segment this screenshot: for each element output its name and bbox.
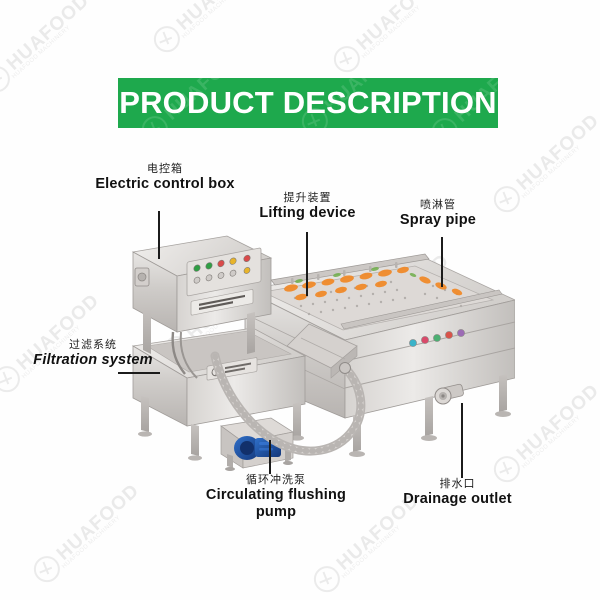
watermark-tile: HUAFOOD HUAFOOD MACHINERY — [28, 478, 146, 588]
callout-label-cn: 提升装置 — [283, 192, 332, 204]
watermark-brand: HUAFOOD — [52, 479, 144, 565]
watermark-subtitle: HUAFOOD MACHINERY — [521, 414, 582, 471]
watermark-tile: HUAFOOD HUAFOOD MACHINERY — [328, 0, 446, 78]
callout-label-cn: 过滤系统 — [69, 339, 117, 351]
watermark-tile: HUAFOOD HUAFOOD MACHINERY — [488, 108, 600, 218]
brand-logo-icon — [0, 60, 16, 98]
watermark-subtitle: HUAFOOD MACHINERY — [361, 4, 422, 61]
watermark-brand: HUAFOOD — [512, 109, 600, 195]
watermark-brand: HUAFOOD — [173, 0, 264, 35]
callout-electric-control-box: 电控箱 Electric control box — [95, 163, 235, 193]
callout-label-cn: 喷淋管 — [420, 199, 456, 211]
callout-circulating-flushing-pump: 循环冲洗泵 Circulating flushing pump — [196, 474, 356, 520]
leader-line-spray-pipe — [441, 237, 443, 287]
callout-label-cn: 循环冲洗泵 — [246, 474, 306, 486]
callout-label-en: Spray pipe — [399, 212, 477, 229]
callout-label-en: Electric control box — [95, 176, 235, 193]
callout-label-en: Lifting device — [259, 205, 356, 222]
watermark-tile: HUAFOOD HUAFOOD MACHINERY — [0, 0, 96, 98]
page-title: PRODUCT DESCRIPTION — [119, 85, 497, 120]
watermark-subtitle: HUAFOOD MACHINERY — [341, 524, 402, 581]
brand-logo-icon — [328, 40, 366, 78]
leader-line-filtration-system — [118, 372, 160, 374]
watermark-brand: HUAFOOD — [2, 0, 94, 75]
watermark-brand: HUAFOOD — [352, 0, 444, 55]
brand-logo-icon — [148, 20, 186, 58]
callout-spray-pipe: 喷淋管 Spray pipe — [378, 199, 498, 229]
watermark-subtitle: HUAFOOD MACHINERY — [61, 514, 122, 571]
brand-logo-icon — [0, 360, 26, 398]
callout-label-en: Filtration system — [33, 352, 153, 369]
brand-logo-icon — [28, 550, 66, 588]
vegetable-washing-machine-photo — [95, 228, 515, 473]
callout-label-en: Drainage outlet — [403, 491, 512, 508]
watermark-subtitle: HUAFOOD MACHINERY — [521, 144, 582, 201]
watermark-brand: HUAFOOD — [512, 379, 600, 465]
leader-line-electric-control-box — [158, 211, 160, 259]
watermark-tile: HUAFOOD HUAFOOD MACHINERY — [148, 0, 266, 58]
callout-label-cn: 排水口 — [439, 478, 476, 490]
callout-label-en: Circulating flushing pump — [205, 487, 347, 520]
callout-drainage-outlet: 排水口 Drainage outlet — [375, 478, 540, 508]
leader-line-drainage-outlet — [461, 403, 463, 478]
watermark-subtitle: HUAFOOD MACHINERY — [181, 0, 242, 41]
callout-filtration-system: 过滤系统 Filtration system — [33, 339, 153, 369]
leader-line-lifting-device — [306, 232, 308, 296]
drainage-outlet-part — [434, 383, 464, 405]
leader-line-circulating-flushing-pump — [269, 440, 271, 474]
callout-lifting-device: 提升装置 Lifting device — [240, 192, 375, 222]
header-banner: HUAFOOD HUAFOOD HUAFOOD PRODUCT DESCRIPT… — [118, 78, 498, 128]
watermark-subtitle: HUAFOOD MACHINERY — [11, 24, 72, 81]
brand-logo-icon — [308, 560, 346, 598]
callout-label-cn: 电控箱 — [147, 163, 183, 175]
